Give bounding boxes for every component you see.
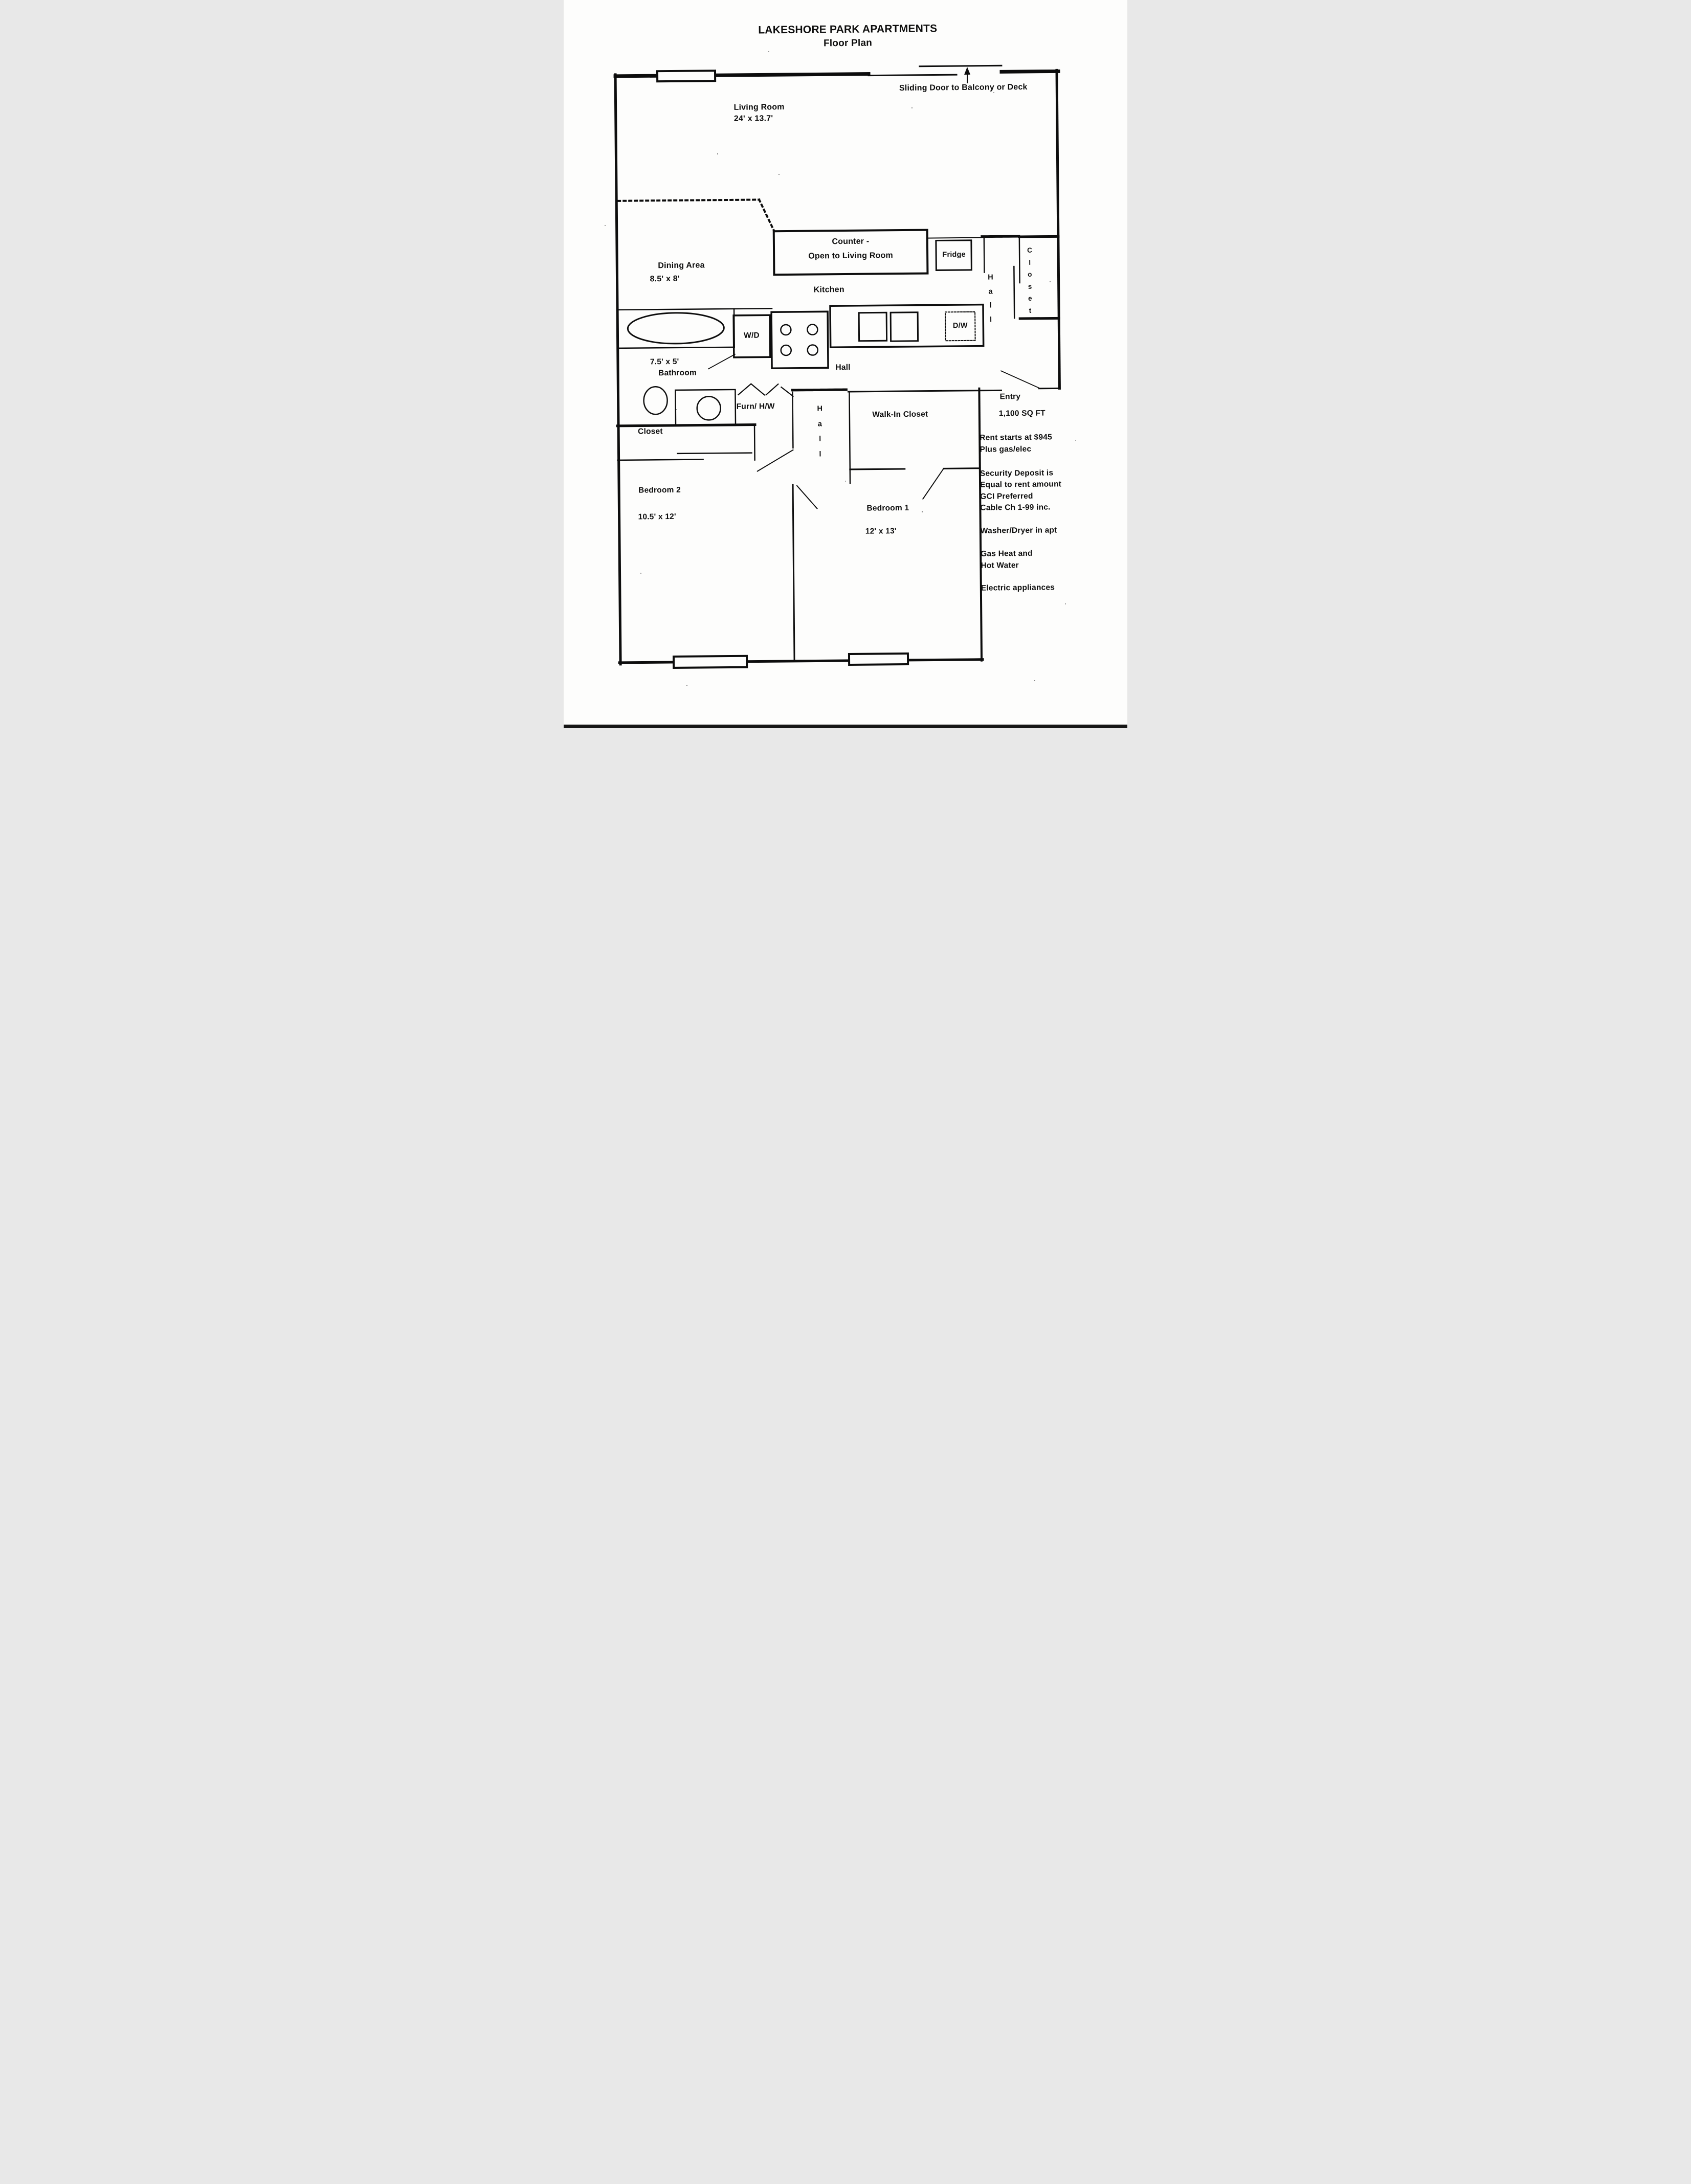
note-deposit-2: Equal to rent amount (980, 480, 1062, 489)
fridge-box (935, 239, 972, 271)
left-wall (614, 73, 622, 666)
note-rent-1: Rent starts at $945 (980, 433, 1052, 442)
bathroom-top-wall (616, 307, 773, 311)
note-rent-2: Plus gas/elec (980, 444, 1032, 454)
bathroom-dims: 7.5' x 5' (650, 357, 679, 367)
furnace-zigzag-icon (780, 386, 794, 397)
note-cable-2: Cable Ch 1-99 inc. (980, 503, 1051, 512)
sliding-door-label: Sliding Door to Balcony or Deck (899, 82, 1028, 93)
scan-noise (717, 153, 718, 154)
fridge-label: Fridge (942, 250, 966, 259)
upper-hall-opening-dashed (981, 235, 1021, 238)
page-subtitle: Floor Plan (823, 37, 873, 49)
toilet (643, 386, 668, 415)
note-laundry: Washer/Dryer in apt (980, 526, 1057, 535)
window-bedroom1 (848, 652, 909, 666)
living-room-dims: 24' x 13.7' (733, 114, 773, 123)
dining-divider-dotted-diagonal (758, 198, 775, 232)
washer-dryer-box (732, 314, 771, 358)
bathroom-bottom-wall (616, 423, 756, 427)
top-wall-left (613, 72, 871, 78)
bathroom-sink-bowl (696, 396, 721, 421)
lower-closet-right-wall (753, 424, 755, 461)
bedroom1-door-swing (922, 467, 945, 500)
right-wall-lower (978, 387, 983, 662)
sliding-door-outer-panel (919, 64, 1003, 67)
lower-closet-label: Closet (638, 427, 663, 436)
counter-label-line2: Open to Living Room (808, 251, 894, 261)
sqft-label: 1,100 SQ FT (998, 409, 1045, 418)
note-cable-1: GCI Preferred (980, 491, 1033, 501)
entry-label: Entry (999, 392, 1021, 401)
bathroom-label: Bathroom (658, 368, 697, 378)
furnace-zigzag-icon (765, 383, 779, 396)
bedroom2-door-swing (756, 449, 794, 472)
closet-slider-line-1 (677, 452, 752, 455)
page-title: LAKESHORE PARK APARTMENTS (758, 22, 938, 36)
scanned-floor-plan-page: LAKESHORE PARK APARTMENTS Floor Plan Sli… (564, 0, 1127, 728)
stove-box (770, 310, 829, 370)
counter-label-line1: Counter - (832, 237, 870, 246)
floor-plan: LAKESHORE PARK APARTMENTS Floor Plan Sli… (564, 0, 1127, 728)
dining-area-label: Dining Area (658, 261, 705, 271)
stove-burner (780, 324, 792, 336)
walk-in-closet-left-wall (849, 391, 851, 484)
tub-bottom-edge (617, 346, 735, 349)
upper-closet-top-wall (1018, 235, 1060, 238)
floor-plan-linework (613, 64, 1061, 669)
bedroom2-label: Bedroom 2 (638, 485, 681, 495)
scan-bottom-edge (564, 725, 1127, 728)
bathroom-pointer-line (707, 353, 736, 370)
dining-divider-dotted (617, 198, 761, 202)
bedroom1-label: Bedroom 1 (866, 503, 909, 513)
bedroom2-dims: 10.5' x 12' (638, 512, 676, 522)
upper-closet-left-wall (1018, 236, 1020, 284)
washer-dryer-label: W/D (744, 331, 760, 340)
dishwasher-box (945, 311, 976, 342)
walk-in-closet-bottom-right (943, 467, 981, 469)
bedroom-divider-wall (792, 484, 795, 662)
note-deposit-1: Security Deposit is (980, 468, 1054, 478)
kitchen-hall-label: Hall (835, 363, 851, 372)
note-heat-2: Hot Water (981, 561, 1019, 570)
stove-burner (780, 344, 792, 356)
kitchen-counter-box (829, 303, 985, 349)
sink-basin-right (889, 311, 919, 342)
furnace-label: Furn/ H/W (736, 402, 775, 411)
sink-basin-left (858, 311, 888, 342)
bathroom-sink-box (675, 389, 737, 427)
note-heat-1: Gas Heat and (981, 549, 1033, 558)
kitchen-label: Kitchen (813, 285, 844, 295)
top-wall-right (999, 69, 1060, 74)
bedroom1-dims: 12' x 13' (865, 527, 897, 536)
furnace-zigzag-icon (737, 383, 766, 396)
dishwasher-label: D/W (952, 321, 968, 330)
hall-door-swing (796, 485, 818, 509)
stove-burner (807, 344, 819, 356)
walk-in-closet-label: Walk-In Closet (872, 410, 928, 419)
upper-hall-left-wall (983, 237, 985, 273)
entry-wall (847, 389, 1002, 393)
counter-box (772, 229, 929, 276)
upper-closet-bottom-wall (1018, 317, 1060, 320)
stove-burner (807, 324, 818, 335)
lower-hall-left-wall (792, 391, 794, 449)
dining-area-dims: 8.5' x 8' (650, 274, 680, 284)
right-wall-upper (1055, 69, 1061, 390)
arrow-up-icon (964, 66, 971, 75)
living-room-label: Living Room (733, 103, 785, 112)
closet-slider-line-2 (617, 459, 704, 461)
sliding-door-inner-panel (867, 74, 958, 77)
bathtub (627, 312, 725, 345)
note-electric: Electric appliances (981, 583, 1055, 593)
window-living-room (656, 70, 717, 83)
window-bedroom2 (672, 655, 748, 669)
entry-door-swing (1000, 370, 1040, 389)
